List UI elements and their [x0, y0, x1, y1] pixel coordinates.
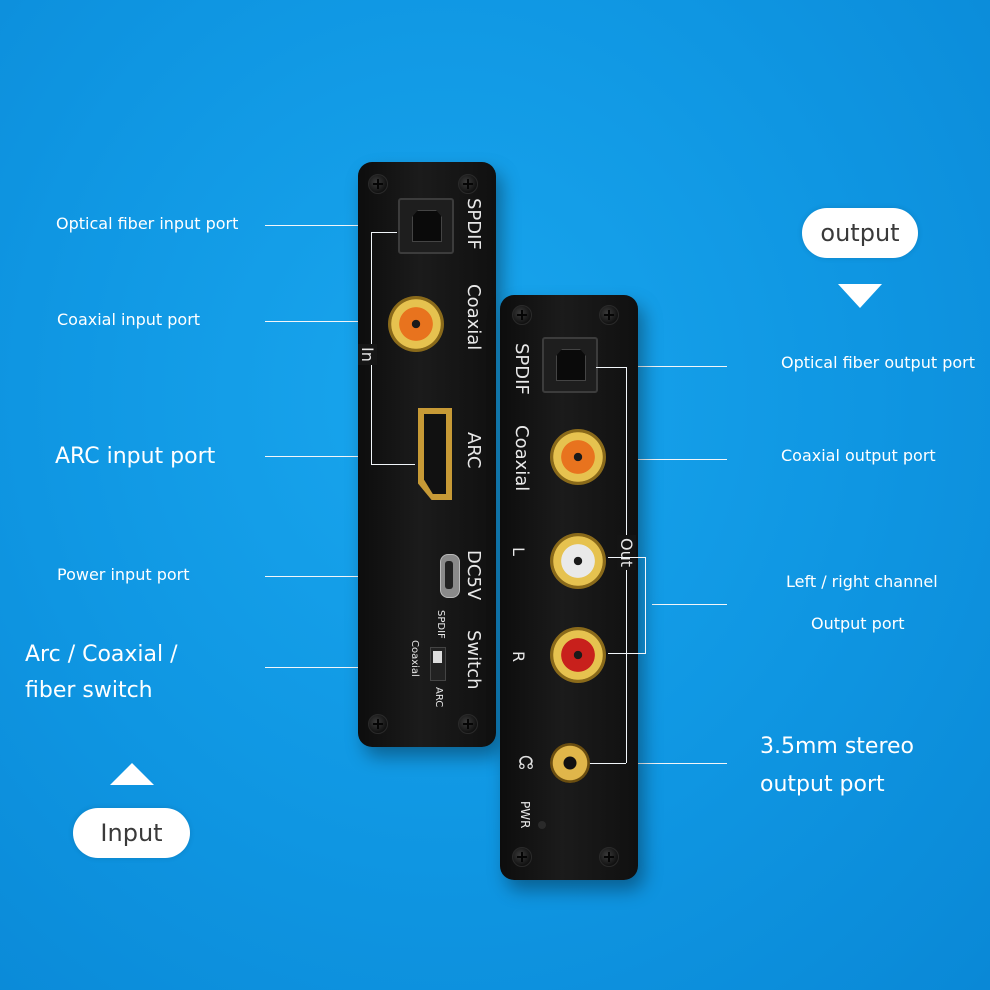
output-badge: output	[802, 208, 918, 258]
arc-input-label: ARC input port	[55, 444, 216, 469]
stereo-output-jack[interactable]	[550, 743, 590, 783]
switch-label: Switch	[463, 630, 484, 690]
screw-icon	[368, 714, 388, 734]
in-bracket-bottom	[371, 464, 415, 466]
down-triangle-icon	[838, 284, 882, 308]
left-channel-label: L	[509, 547, 528, 556]
optical-output-leader	[575, 366, 727, 368]
power-led	[538, 821, 546, 829]
lr-bracket-bottom	[608, 653, 646, 655]
out-bracket-top	[596, 367, 626, 369]
input-badge: Input	[73, 808, 190, 858]
stereo-output-label-line2: output port	[760, 772, 885, 797]
optical-input-label: Optical fiber input port	[56, 214, 239, 233]
power-usb-port[interactable]	[440, 554, 460, 598]
dc5v-label: DC5V	[463, 550, 484, 601]
output-panel: SPDIF Coaxial L R Out ☊ PWR	[500, 295, 647, 880]
switch-spdif-label: SPDIF	[435, 610, 446, 639]
lr-output-leader	[652, 604, 727, 606]
lr-bracket-top	[608, 557, 646, 559]
lr-output-label-line1: Left / right channel	[786, 572, 938, 591]
switch-leader	[265, 667, 425, 669]
coaxial-input-leader	[265, 321, 385, 323]
right-rca-jack[interactable]	[550, 627, 606, 683]
arc-input-leader	[265, 456, 415, 458]
right-channel-label: R	[509, 651, 528, 663]
left-rca-jack[interactable]	[550, 533, 606, 589]
power-input-leader	[265, 576, 420, 578]
switch-label-line1: Arc / Coaxial /	[25, 642, 178, 667]
pwr-label: PWR	[518, 801, 532, 829]
lr-output-label-line2: Output port	[811, 614, 905, 633]
switch-coaxial-label: Coaxial	[409, 640, 420, 677]
input-panel: SPDIF Coaxial In ARC DC5V Switch Coaxial…	[358, 162, 496, 747]
screw-icon	[512, 847, 532, 867]
optical-input-port[interactable]	[398, 198, 454, 254]
screw-icon	[599, 305, 619, 325]
up-triangle-icon	[110, 763, 154, 785]
in-label: In	[358, 344, 377, 365]
headphone-icon: ☊	[518, 753, 534, 774]
coaxial-out-label: Coaxial	[511, 425, 532, 492]
optical-input-leader	[265, 225, 400, 227]
optical-output-label: Optical fiber output port	[781, 353, 975, 372]
switch-arc-label: ARC	[433, 687, 444, 708]
out-label: Out	[617, 535, 636, 571]
coaxial-in-label: Coaxial	[463, 284, 484, 351]
out-bracket-bottom	[578, 763, 626, 765]
spdif-out-label: SPDIF	[511, 343, 532, 395]
screw-icon	[458, 714, 478, 734]
coaxial-output-leader	[585, 459, 727, 461]
coaxial-input-label: Coaxial input port	[57, 310, 201, 329]
coaxial-input-jack[interactable]	[388, 296, 444, 352]
arc-hdmi-port[interactable]	[418, 408, 452, 500]
arc-label: ARC	[463, 432, 484, 469]
switch-label-line2: fiber switch	[25, 678, 153, 703]
optical-output-port[interactable]	[542, 337, 598, 393]
screw-icon	[368, 174, 388, 194]
screw-icon	[458, 174, 478, 194]
spdif-in-label: SPDIF	[463, 198, 484, 250]
coaxial-output-label: Coaxial output port	[781, 446, 936, 465]
mode-switch[interactable]	[430, 647, 446, 681]
coaxial-output-jack[interactable]	[550, 429, 606, 485]
stereo-output-label-line1: 3.5mm stereo	[760, 734, 915, 759]
screw-icon	[512, 305, 532, 325]
screw-icon	[599, 847, 619, 867]
stereo-output-leader	[570, 763, 727, 765]
in-bracket-top	[371, 232, 397, 234]
lr-bracket-line	[645, 557, 647, 653]
power-input-label: Power input port	[57, 565, 190, 584]
